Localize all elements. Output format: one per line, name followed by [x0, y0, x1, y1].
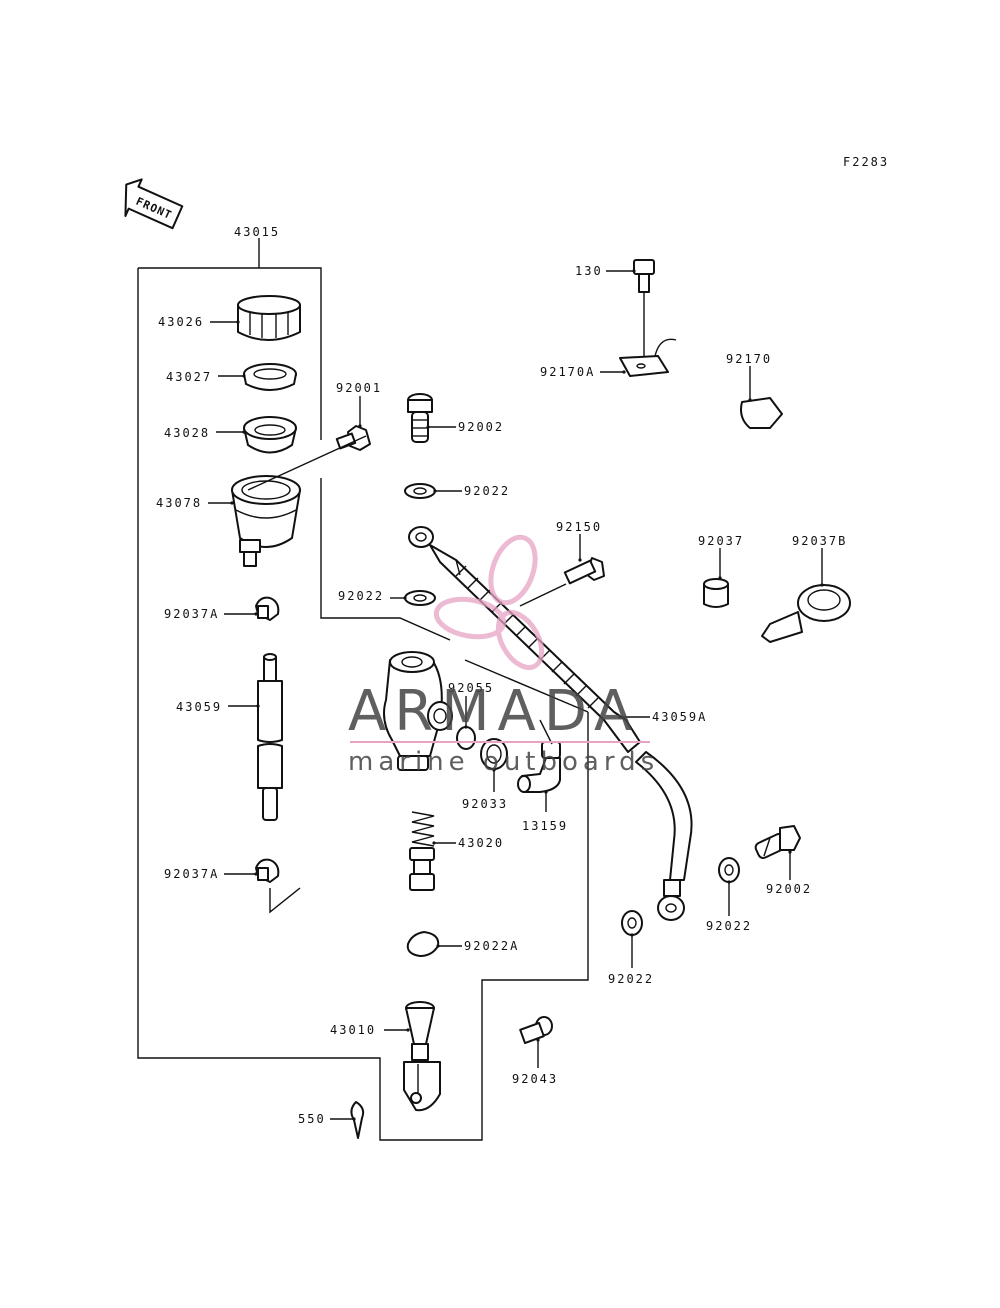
cotter-pin-550	[350, 1101, 365, 1139]
label-13159: 13159	[522, 819, 568, 833]
watermark-brand: ARMADA	[348, 679, 640, 744]
banjo-bolt-92002-right	[754, 825, 801, 859]
clamp-92170A	[619, 338, 677, 377]
washer-92022-a	[404, 483, 436, 499]
washer-92022-bottom	[621, 910, 643, 936]
label-92002-right: 92002	[766, 882, 812, 896]
label-92170: 92170	[726, 352, 772, 366]
label-43027: 43027	[166, 370, 212, 384]
leader-lines	[208, 269, 824, 1121]
label-550: 550	[298, 1112, 326, 1126]
diaphragm-43028	[243, 416, 297, 454]
label-92055: 92055	[448, 681, 494, 695]
screw-92001	[247, 425, 371, 491]
label-92037A-bottom: 92037A	[164, 867, 219, 881]
label-92150: 92150	[556, 520, 602, 534]
label-43020: 43020	[458, 836, 504, 850]
banjo-bolt-92002-top	[407, 393, 433, 443]
label-92033: 92033	[462, 797, 508, 811]
reservoir-43078	[231, 475, 301, 567]
clamp-92037A-bottom	[255, 858, 301, 914]
fitting-13159	[517, 719, 561, 793]
push-rod-43010	[403, 1001, 441, 1112]
label-92022-a: 92022	[464, 484, 510, 498]
watermark-logo-icon	[433, 534, 545, 670]
label-92037: 92037	[698, 534, 744, 548]
label-43078: 43078	[156, 496, 202, 510]
part-labels: 43015 43026 43027 43028 43078 92037A 430…	[156, 225, 847, 1126]
front-arrow-icon: FRONT	[124, 178, 184, 230]
pin-92043	[519, 1016, 553, 1044]
hose-43059	[257, 653, 283, 821]
figure-code: F2283	[843, 155, 889, 169]
label-92043: 92043	[512, 1072, 558, 1086]
washer-92022-b	[404, 590, 436, 606]
label-43028: 43028	[164, 426, 210, 440]
label-92022-b: 92022	[338, 589, 384, 603]
label-92022-right: 92022	[706, 919, 752, 933]
label-92037A-top: 92037A	[164, 607, 219, 621]
snap-ring-92022A	[406, 931, 440, 957]
label-92002-top: 92002	[458, 420, 504, 434]
clamp-92037A-top	[255, 596, 280, 621]
bolt-92150	[519, 557, 605, 607]
label-130: 130	[575, 264, 603, 278]
label-92037B: 92037B	[792, 534, 847, 548]
master-cylinder-body	[383, 651, 453, 771]
label-43059A: 43059A	[652, 710, 707, 724]
assembly-outline	[137, 238, 589, 1141]
grommet-92037	[703, 578, 729, 608]
label-92022A: 92022A	[464, 939, 519, 953]
reservoir-cap-43026	[237, 295, 301, 341]
piston-spring-43020	[409, 811, 435, 891]
label-43015: 43015	[234, 225, 280, 239]
label-43026: 43026	[158, 315, 204, 329]
watermark-tagline: marine outboards	[348, 747, 659, 777]
washer-92022-right	[718, 857, 740, 883]
bolt-130	[633, 259, 655, 360]
label-92170A: 92170A	[540, 365, 595, 379]
diaphragm-plate-43027	[243, 363, 297, 391]
label-92001: 92001	[336, 381, 382, 395]
clamp-92037B	[761, 584, 851, 643]
label-92022-bottom: 92022	[608, 972, 654, 986]
clamp-92170	[740, 397, 783, 429]
watermark: ARMADA marine outboards	[348, 534, 659, 777]
label-43059: 43059	[176, 700, 222, 714]
label-43010: 43010	[330, 1023, 376, 1037]
